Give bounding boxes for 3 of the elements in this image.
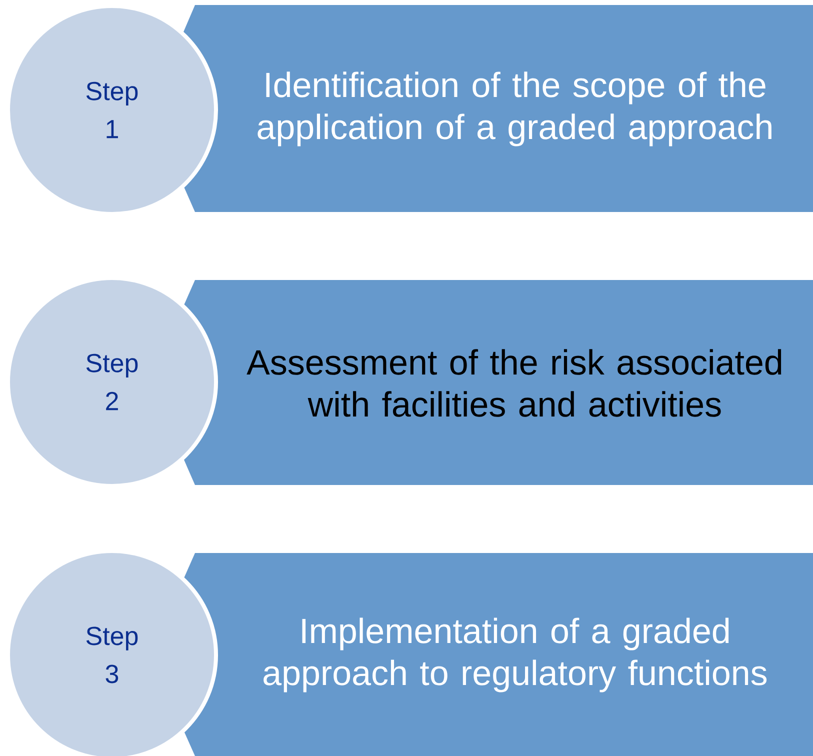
banner: Implementation of a graded approach to regulatory functions xyxy=(150,553,813,756)
banner: Identification of the scope of the application of a graded approach xyxy=(150,5,813,212)
banner: Assessment of the risk associated with facilities and activities xyxy=(150,280,813,485)
